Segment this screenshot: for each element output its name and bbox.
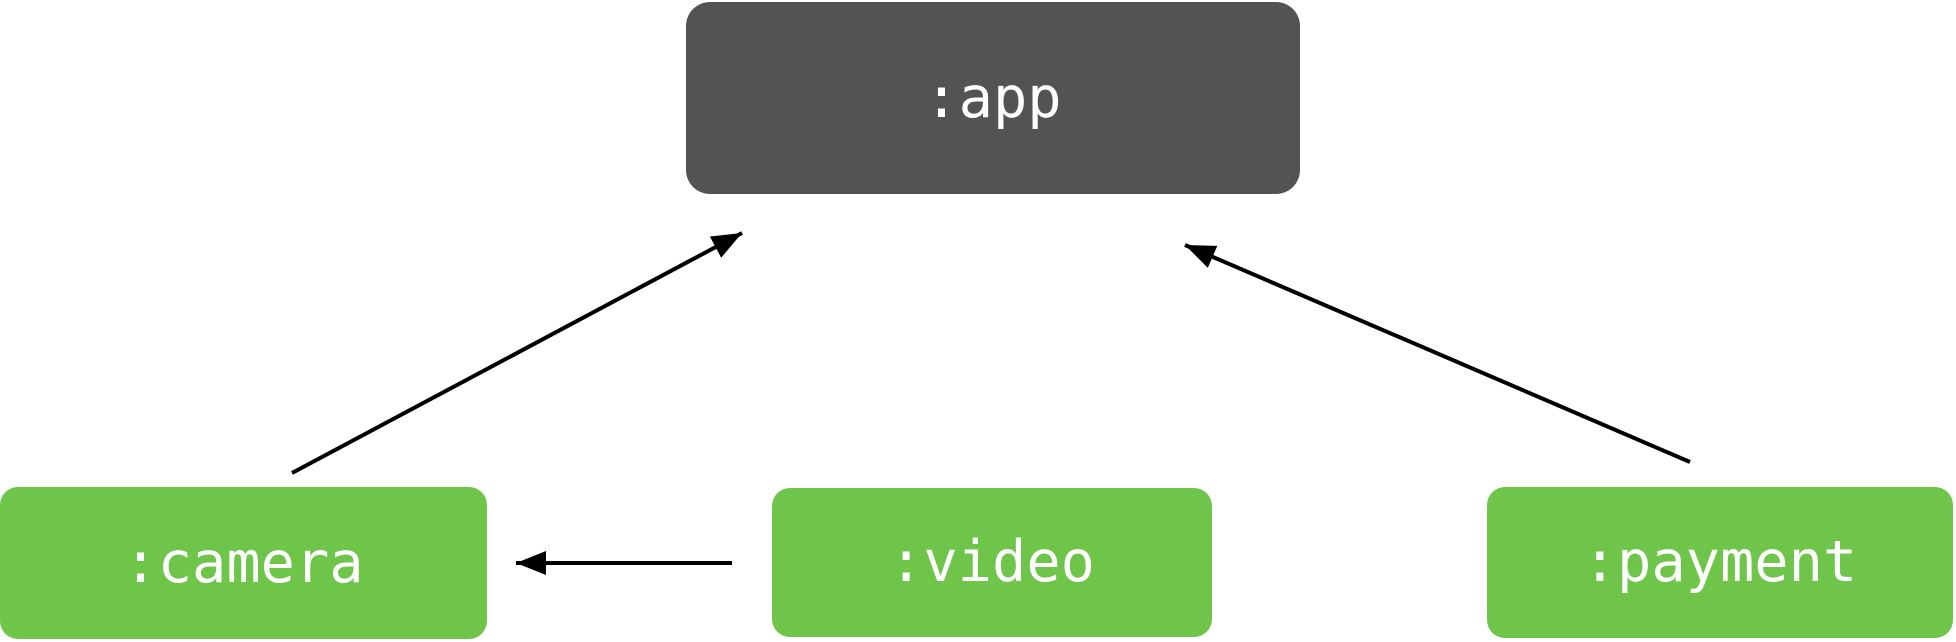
node-payment-label: :payment: [1582, 529, 1858, 595]
node-app-label: :app: [924, 64, 1062, 131]
node-camera-label: :camera: [123, 529, 364, 596]
dependency-arrow-payment-to-app: [1184, 243, 1691, 464]
node-payment: :payment: [1487, 487, 1953, 638]
dependency-arrow-camera-to-app: [291, 231, 743, 475]
node-camera: :camera: [0, 487, 487, 639]
node-video-label: :video: [889, 529, 1095, 595]
node-video: :video: [772, 488, 1212, 637]
node-app: :app: [686, 2, 1300, 194]
